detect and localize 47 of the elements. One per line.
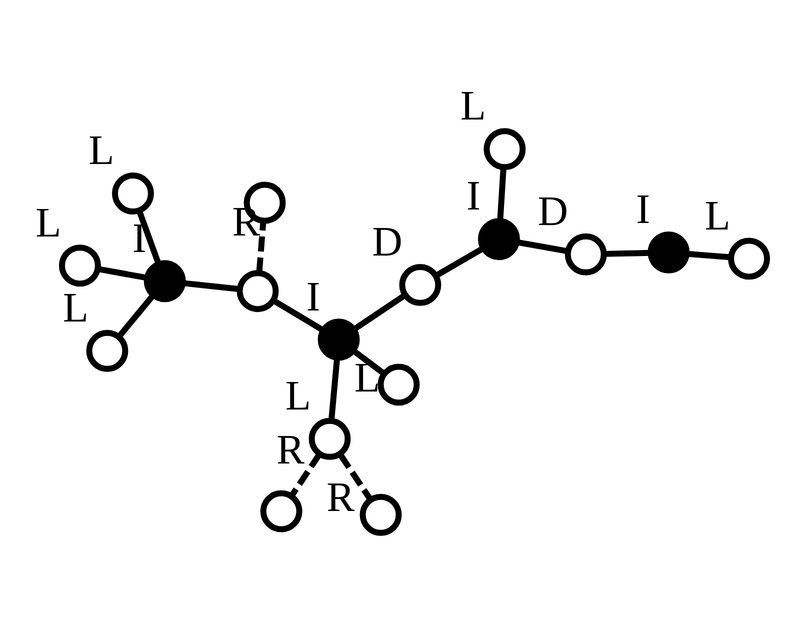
connector [434, 246, 485, 278]
connector [338, 453, 374, 502]
node-circle [112, 172, 154, 215]
node-label: L [460, 84, 486, 130]
connector [256, 221, 266, 273]
node-circle [86, 330, 128, 372]
connector [328, 358, 340, 422]
node-circle [308, 418, 351, 460]
node-label: I [636, 187, 650, 234]
node-dot [318, 318, 360, 361]
node-dot [648, 231, 690, 274]
node-label: D [538, 189, 568, 236]
node-circle [399, 264, 442, 306]
node-label: L [36, 200, 62, 246]
connector [289, 452, 322, 498]
node-label: I [306, 274, 320, 320]
node-circle [58, 244, 101, 287]
node-circle [484, 128, 526, 170]
connector [182, 280, 239, 292]
connector [97, 266, 148, 281]
node-label: I [466, 174, 480, 220]
connector [136, 210, 162, 264]
node-label: L [285, 373, 312, 420]
connector [352, 293, 406, 332]
node-circle [260, 490, 302, 532]
node-dot [144, 260, 186, 302]
node-label: L [354, 355, 380, 402]
node-circle [728, 238, 770, 280]
node-circle [564, 233, 607, 276]
edge-label: R [326, 474, 355, 521]
node-circle [236, 270, 279, 312]
node-circle [378, 364, 420, 406]
connector [497, 167, 506, 222]
node-label: L [88, 128, 114, 174]
connector [117, 294, 155, 338]
node-label: L [704, 193, 730, 240]
edge-label: R [276, 428, 305, 474]
connector [604, 250, 650, 257]
connector [687, 250, 731, 260]
node-dot [478, 218, 520, 260]
connector [352, 348, 386, 376]
node-circle [360, 494, 402, 536]
connector [516, 239, 568, 254]
node-label: L [62, 285, 89, 332]
node-label: I [132, 216, 146, 262]
node-label: D [372, 220, 402, 266]
connector [272, 298, 325, 333]
